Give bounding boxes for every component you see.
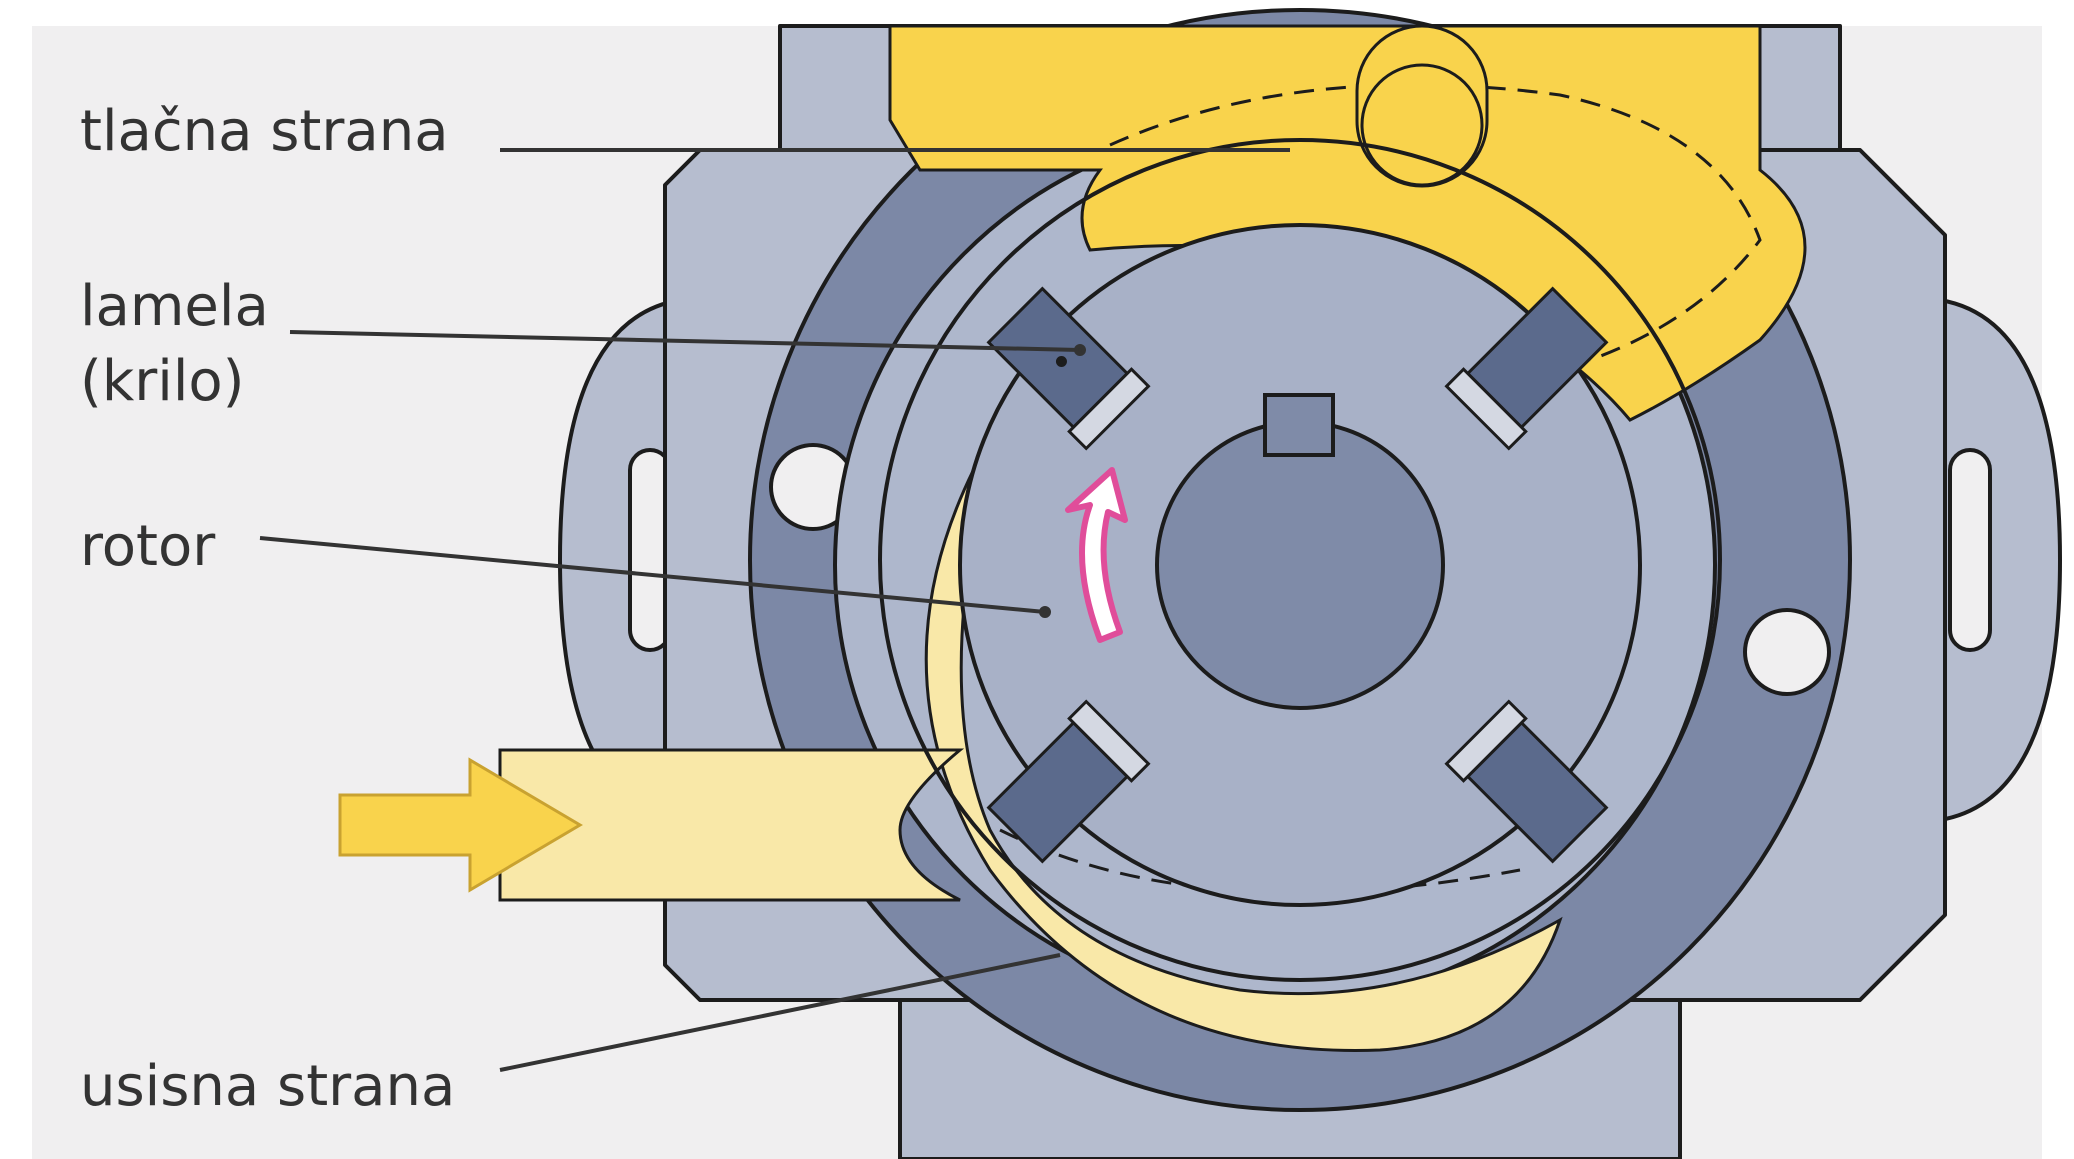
- label-suction-side: usisna strana: [80, 1054, 455, 1119]
- label-vane-alt: (krilo): [80, 349, 245, 414]
- shaft-hub: [1157, 422, 1443, 708]
- bolt-hole-right: [1745, 610, 1829, 694]
- leader-rotor-dot: [1041, 608, 1049, 616]
- relief-pin-head: [1362, 65, 1482, 185]
- label-pressure-side: tlačna strana: [80, 99, 449, 164]
- right-ear-slot: [1950, 450, 1990, 650]
- leader-vane-dot: [1076, 346, 1084, 354]
- shaft-key: [1265, 395, 1333, 455]
- label-vane: lamela: [80, 274, 269, 339]
- label-rotor: rotor: [80, 514, 216, 579]
